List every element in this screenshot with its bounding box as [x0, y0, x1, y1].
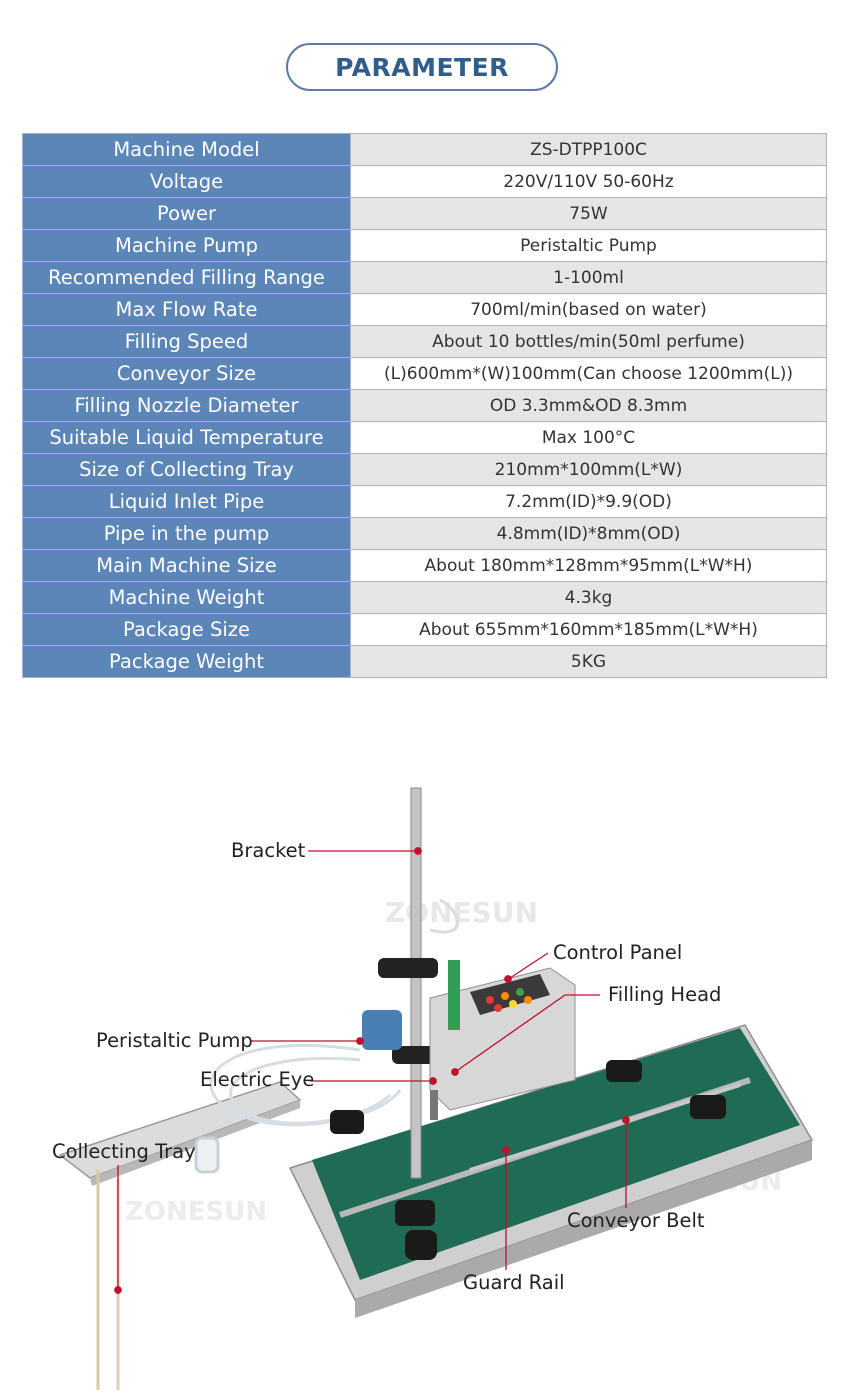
page-title: PARAMETER	[286, 43, 558, 91]
spec-value: OD 3.3mm&OD 8.3mm	[350, 389, 827, 422]
spec-value: 4.3kg	[350, 581, 827, 614]
watermark-text: ZONESUN	[385, 896, 538, 929]
spec-value: About 655mm*160mm*185mm(L*W*H)	[350, 613, 827, 646]
callout-peristaltic-pump: Peristaltic Pump	[96, 1029, 253, 1052]
spec-label: Machine Pump	[22, 229, 351, 262]
spec-value: About 180mm*128mm*95mm(L*W*H)	[350, 549, 827, 582]
spec-value: About 10 bottles/min(50ml perfume)	[350, 325, 827, 358]
spec-label: Power	[22, 197, 351, 230]
spec-label: Max Flow Rate	[22, 293, 351, 326]
spec-value: Max 100°C	[350, 421, 827, 454]
collecting-tray	[58, 1081, 302, 1390]
spec-value: 5KG	[350, 645, 827, 678]
spec-label: Pipe in the pump	[22, 517, 351, 550]
spec-label: Package Weight	[22, 645, 351, 678]
spec-value: 75W	[350, 197, 827, 230]
spec-label: Voltage	[22, 165, 351, 198]
spec-value: 1-100ml	[350, 261, 827, 294]
spec-value: 4.8mm(ID)*8mm(OD)	[350, 517, 827, 550]
spec-label: Package Size	[22, 613, 351, 646]
spec-label: Recommended Filling Range	[22, 261, 351, 294]
bracket-pole	[378, 787, 440, 1179]
spec-value: 220V/110V 50-60Hz	[350, 165, 827, 198]
spec-label: Machine Model	[22, 133, 351, 166]
spec-label: Size of Collecting Tray	[22, 453, 351, 486]
watermark-text: ZONESUN	[125, 1197, 267, 1227]
callout-collecting-tray: Collecting Tray	[52, 1140, 196, 1163]
spec-value: 700ml/min(based on water)	[350, 293, 827, 326]
spec-label: Main Machine Size	[22, 549, 351, 582]
callout-filling-head: Filling Head	[608, 983, 722, 1006]
spec-value: ZS-DTPP100C	[350, 133, 827, 166]
spec-label: Suitable Liquid Temperature	[22, 421, 351, 454]
spec-value: Peristaltic Pump	[350, 229, 827, 262]
callout-guard-rail: Guard Rail	[463, 1271, 565, 1294]
spec-label: Filling Speed	[22, 325, 351, 358]
spec-label: Liquid Inlet Pipe	[22, 485, 351, 518]
spec-label: Filling Nozzle Diameter	[22, 389, 351, 422]
table-row: Conveyor Size(L)600mm*(W)100mm(Can choos…	[22, 357, 827, 390]
machine-diagram: ZONESUN ZONESUN ZONESUN	[0, 760, 850, 1394]
spec-value: 210mm*100mm(L*W)	[350, 453, 827, 486]
spec-value: (L)600mm*(W)100mm(Can choose 1200mm(L))	[350, 357, 827, 390]
spec-label: Conveyor Size	[22, 357, 351, 390]
callout-conveyor-belt: Conveyor Belt	[567, 1209, 705, 1232]
guard-rail-clamps	[330, 1060, 726, 1260]
callout-control-panel: Control Panel	[553, 941, 683, 964]
callout-bracket: Bracket	[231, 839, 306, 862]
spec-label: Machine Weight	[22, 581, 351, 614]
callout-electric-eye: Electric Eye	[200, 1068, 315, 1091]
machine-illustration: ZONESUN ZONESUN ZONESUN	[58, 787, 814, 1390]
spec-value: 7.2mm(ID)*9.9(OD)	[350, 485, 827, 518]
leader-lines	[114, 847, 630, 1294]
